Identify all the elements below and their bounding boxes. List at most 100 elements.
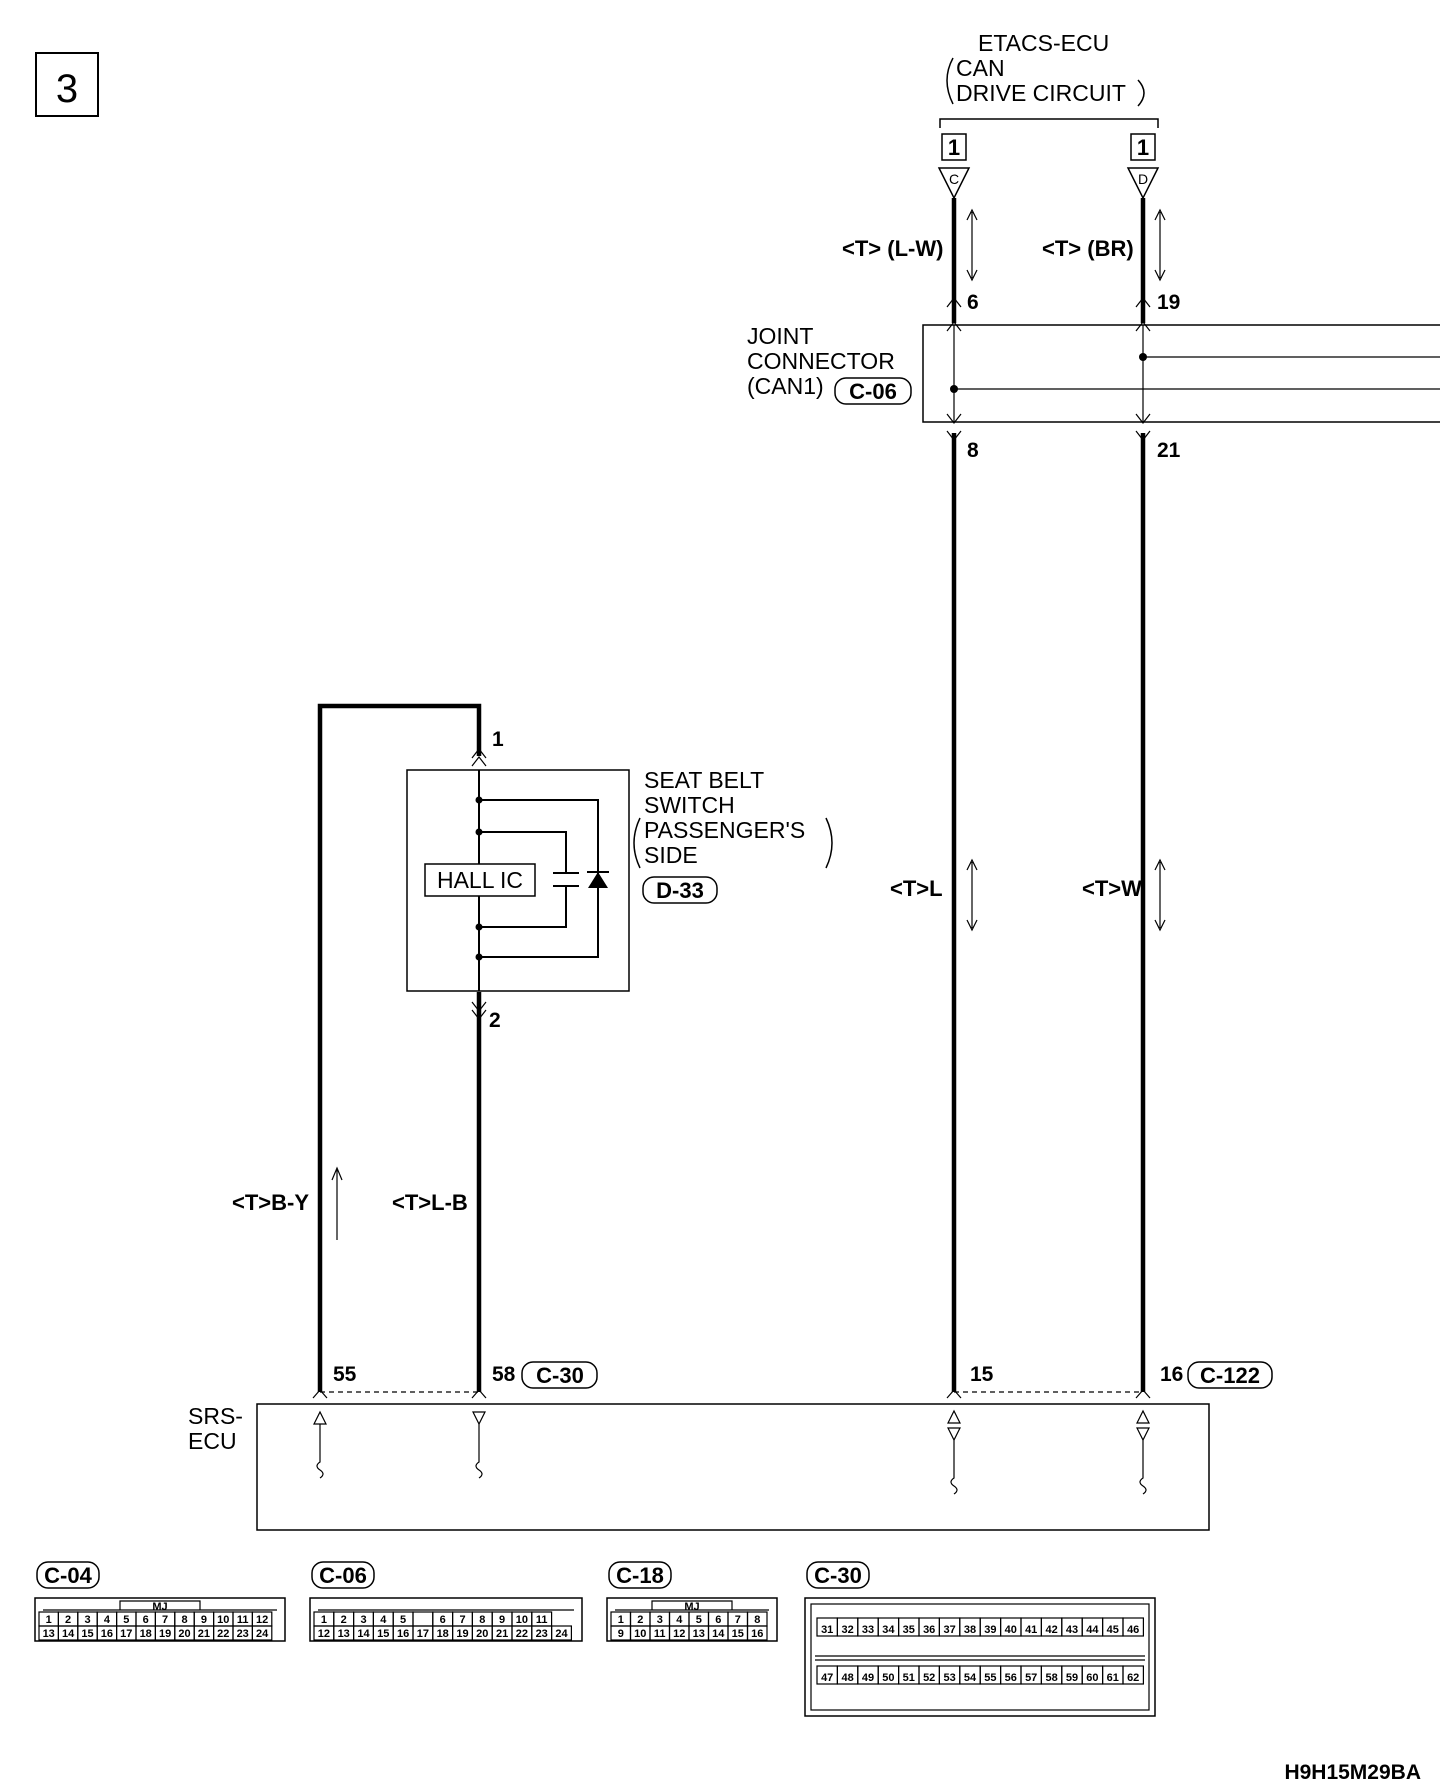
seatbelt-switch-line3: PASSENGER'S <box>644 817 805 843</box>
connector-pin-number: 20 <box>476 1628 488 1640</box>
srs-ecu-pin-55: 55 <box>333 1363 357 1386</box>
etacs-left-paren <box>946 57 954 105</box>
can-h-bottom-label: <T>W <box>1082 876 1142 901</box>
connector-pin-number: 12 <box>673 1628 685 1640</box>
can-l-top-label: <T> (L-W) <box>842 236 943 261</box>
connector-pin-number: 17 <box>120 1628 132 1640</box>
connector-pin-number: 17 <box>417 1628 429 1640</box>
connector-pin-number: 19 <box>159 1628 171 1640</box>
connector-pin-number: 19 <box>456 1628 468 1640</box>
connector-pin-number: 59 <box>1066 1672 1078 1684</box>
connector-pin-number: 2 <box>637 1614 643 1626</box>
connector-pin-number: 10 <box>516 1614 528 1626</box>
connector-pin-number: 52 <box>923 1672 935 1684</box>
connector-pin-number: 3 <box>657 1614 663 1626</box>
connector-pin-number: 16 <box>751 1628 763 1640</box>
seatbelt-return-label: <T>B-Y <box>232 1190 309 1215</box>
connector-tag: MJ <box>152 1601 167 1613</box>
seatbelt-signal-label: <T>L-B <box>392 1190 468 1215</box>
srs-ecu-pin-16: 16 <box>1160 1363 1183 1386</box>
connector-pin-number: 12 <box>318 1628 330 1640</box>
connector-pin-number: 50 <box>882 1672 894 1684</box>
etacs-sub1: CAN <box>956 55 1005 81</box>
srs-bidir-icon <box>947 1409 961 1495</box>
connector-pin-number: 10 <box>634 1628 646 1640</box>
connector-code-box <box>311 1561 375 1589</box>
connector-pin-number: 7 <box>162 1614 168 1626</box>
connector-pin-number: 34 <box>882 1624 895 1636</box>
seatbelt-pin-1: 1 <box>492 728 504 751</box>
connector-pin-number: 61 <box>1107 1672 1119 1684</box>
connector-pin-number: 2 <box>341 1614 347 1626</box>
connector-pin-number: 9 <box>499 1614 505 1626</box>
figure-code: H9H15M29BA <box>1284 1761 1421 1784</box>
joint-connector-code: C-06 <box>849 379 897 404</box>
srs-ecu-box <box>256 1403 1210 1531</box>
connector-pin-number: 23 <box>237 1628 249 1640</box>
connector-pin-number: 46 <box>1127 1624 1139 1636</box>
srs-ecu-code-left-box <box>521 1361 598 1389</box>
hall-ic-box <box>424 863 536 897</box>
connector-pin-number: 35 <box>903 1624 915 1636</box>
connector-pin-number: 6 <box>440 1614 446 1626</box>
connector-code: C-30 <box>814 1563 862 1588</box>
etacs-terminal-c: 1 C <box>937 133 971 200</box>
connector-pin-number: 15 <box>377 1628 389 1640</box>
connector-pin-number: 47 <box>821 1672 833 1684</box>
joint-pin-21: 21 <box>1157 439 1181 462</box>
bidir-arrow-icon <box>966 208 978 282</box>
connector-pin-number: 48 <box>841 1672 853 1684</box>
connector-pin-number: 18 <box>140 1628 152 1640</box>
connector-pin-number: 11 <box>237 1614 249 1626</box>
connector-tag: MJ <box>684 1601 699 1613</box>
connector-pin-number: 56 <box>1005 1672 1017 1684</box>
connector-pin-number: 16 <box>101 1628 113 1640</box>
connector-pin-number: 6 <box>715 1614 721 1626</box>
can-h-top-label: <T> (BR) <box>1042 236 1134 261</box>
seatbelt-switch: HALL IC <box>406 769 630 992</box>
connector-pin-number: 14 <box>62 1628 75 1640</box>
connector-pin-number: 55 <box>984 1672 996 1684</box>
connector-pin-number: 44 <box>1086 1624 1099 1636</box>
bidir-arrow-icon <box>966 858 978 932</box>
seatbelt-switch-code: D-33 <box>656 878 704 903</box>
joint-connector-line2: CONNECTOR <box>747 348 895 374</box>
connector-pin-number: 4 <box>104 1614 111 1626</box>
seatbelt-switch-code-box <box>642 876 718 904</box>
connector-pin-number: 38 <box>964 1624 976 1636</box>
srs-ecu-pin-15: 15 <box>970 1363 994 1386</box>
connector-pin-number: 39 <box>984 1624 996 1636</box>
joint-pin-6: 6 <box>967 291 979 314</box>
connector-pin-number: 31 <box>821 1624 833 1636</box>
connector-pin-number: 45 <box>1107 1624 1119 1636</box>
connector-pin-number: 62 <box>1127 1672 1139 1684</box>
connector-pin-number: 12 <box>256 1614 268 1626</box>
connector-pin-number: 7 <box>459 1614 465 1626</box>
connector-pin-number: 14 <box>712 1628 725 1640</box>
connector-code: C-06 <box>319 1563 367 1588</box>
seatbelt-pin-2: 2 <box>489 1009 501 1032</box>
splice-point <box>1139 353 1147 361</box>
connector-pin-number: 5 <box>123 1614 129 1626</box>
joint-pin-19: 19 <box>1157 291 1180 314</box>
page-number: 3 <box>56 67 78 111</box>
connector-pin-number: 11 <box>536 1614 548 1626</box>
srs-ecu-line1: SRS- <box>188 1403 243 1429</box>
etacs-title: ETACS-ECU <box>978 30 1109 56</box>
connector-pin-number: 9 <box>201 1614 207 1626</box>
connector-pin-number: 51 <box>903 1672 915 1684</box>
srs-ecu-code-left: C-30 <box>536 1363 584 1388</box>
up-arrow-icon <box>331 1166 343 1240</box>
connector-code-box <box>806 1561 870 1589</box>
connector-pin-number: 5 <box>400 1614 406 1626</box>
etacs-ecu-header: ETACS-ECU CAN DRIVE CIRCUIT <box>939 30 1159 128</box>
connector-pin-number: 40 <box>1005 1624 1017 1636</box>
connector-pin-number: 36 <box>923 1624 935 1636</box>
connector-pin-number: 18 <box>437 1628 449 1640</box>
connector-pin-number: 3 <box>360 1614 366 1626</box>
